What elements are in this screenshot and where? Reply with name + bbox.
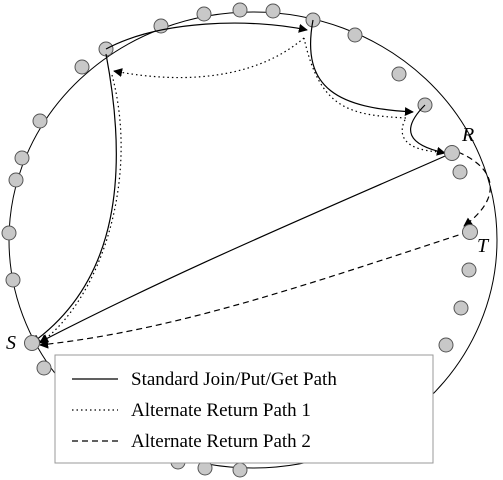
source-node [24,335,40,351]
ring-node [453,300,469,316]
target-node [462,224,478,240]
ring-node [265,3,281,19]
standard-path-segment [31,53,117,344]
alt-path-2-segment [457,151,491,227]
ring-node [1,225,17,241]
alternate-return-path-1 [39,37,442,344]
ring-node [8,172,24,188]
ring-node [232,2,248,18]
ring-node [74,59,90,75]
alt-path-1-segment [401,117,442,153]
alternate-return-path-2 [39,151,491,349]
ring-node [32,113,48,129]
ring-node [391,66,407,82]
ring-node [461,262,477,278]
ring-node [36,360,52,376]
target-label: T [477,235,490,257]
ring-node [5,272,21,288]
ring-node [347,27,363,43]
legend-box [54,354,434,464]
standard-path-segment [310,19,414,117]
ring-node [196,6,212,22]
legend-dashed-label: Alternate Return Path 2 [131,431,311,452]
source-label: S [6,332,16,354]
legend-dotted-label: Alternate Return Path 1 [131,400,311,421]
alt-path-1-segment [113,37,305,79]
ring-node [14,150,30,166]
standard-path [31,19,453,344]
ring-node [232,462,248,478]
alt-path-1-segment [39,74,122,344]
standard-path-segment [39,152,453,343]
legend: Standard Join/Put/Get Path Alternate Ret… [54,354,434,464]
legend-solid-label: Standard Join/Put/Get Path [131,369,337,390]
root-node [444,145,460,161]
root-label: R [461,124,474,146]
standard-path-segment [105,22,308,50]
ring-node [438,337,454,353]
labeled-nodes [24,145,478,351]
standard-path-segment [409,104,446,156]
ring-node [452,164,468,180]
alt-path-2-segment [39,231,469,349]
alt-path-1-segment [303,37,407,119]
